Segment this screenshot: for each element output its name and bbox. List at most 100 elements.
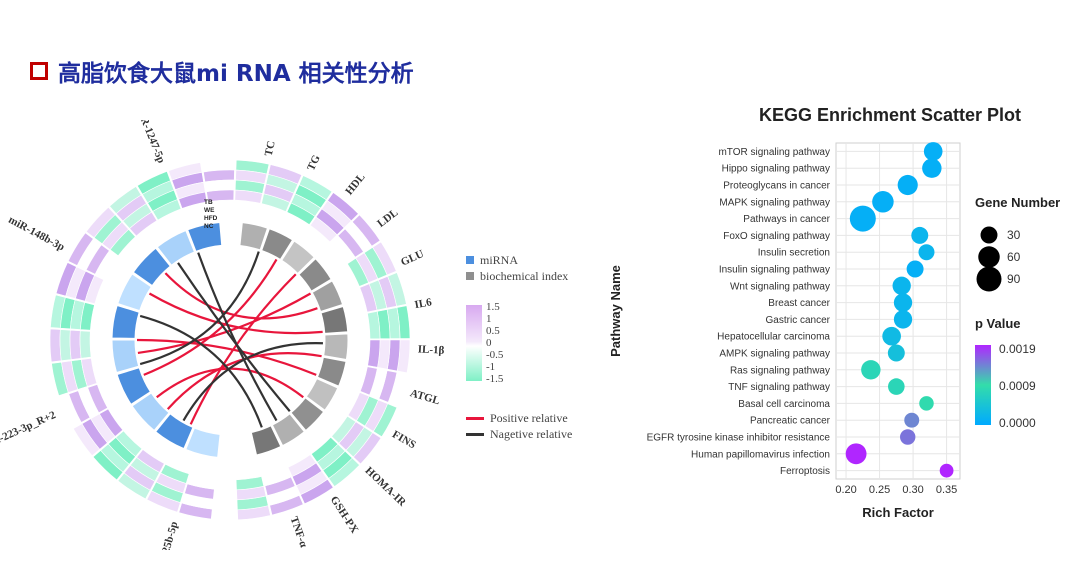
positive-chord — [143, 258, 278, 376]
scatter-point — [923, 142, 943, 161]
pathway-label: Hippo signaling pathway — [722, 164, 830, 175]
scale-tick: 1 — [486, 313, 492, 325]
index-label: GLU — [399, 248, 426, 269]
pathway-label: Gastric cancer — [766, 315, 831, 326]
pathway-label: Ras signaling pathway — [730, 365, 830, 376]
scatter-point — [918, 244, 935, 261]
heat-track-cell — [262, 467, 292, 487]
biochemical-segment — [250, 425, 282, 456]
mirna-label: miR-1247-5p — [133, 120, 167, 165]
scatter-point — [906, 260, 924, 278]
heat-track-cell — [80, 357, 98, 387]
biochemical-segment — [316, 356, 347, 387]
heat-track-cell — [206, 189, 235, 203]
heat-track-cell — [136, 449, 165, 473]
index-label: ATGL — [409, 387, 442, 407]
negative-chord — [139, 314, 263, 428]
positive-line-swatch — [466, 416, 484, 420]
index-label: FINS — [390, 428, 418, 451]
heat-track-cell — [235, 476, 265, 491]
color-legend-label: 0.0009 — [999, 379, 1036, 393]
biochemical-segment — [290, 397, 325, 432]
color-legend-label: 0.0019 — [999, 342, 1036, 356]
track-label: WE — [204, 207, 215, 214]
negative-chord — [177, 262, 291, 412]
pathway-label: Insulin signaling pathway — [719, 265, 830, 276]
mirna-segment — [185, 427, 221, 458]
pathway-label: Human papillomavirus infection — [691, 449, 830, 460]
scatter-point — [904, 412, 920, 428]
size-legend-circle — [980, 226, 998, 244]
biochemical-segment — [261, 228, 294, 261]
scatter-point — [888, 378, 905, 395]
slide-title: 高脂饮食大鼠mi RNA 相关性分析 — [30, 54, 414, 88]
y-axis-label: Pathway Name — [608, 265, 623, 357]
heat-track-cell — [49, 328, 62, 363]
index-label: IL6 — [414, 296, 434, 311]
legend-negative-label: Nagetive relative — [490, 426, 573, 441]
heat-scale-legend: 1.5 1 0.5 0 -0.5 -1 -1.5 — [466, 301, 504, 385]
legend-mirna-swatch — [466, 256, 474, 264]
relation-legend: Positive relative Nagetive relative — [466, 410, 572, 442]
track-label: HFD — [204, 215, 218, 222]
mirna-segment — [116, 367, 152, 405]
heat-track-cell — [347, 392, 370, 422]
circos-chord-diagram: miR-1247-5pmiR-148b-3pmiR-223-3p_R+2miR-… — [0, 120, 445, 550]
positive-chord — [148, 292, 323, 335]
mirna-segment — [132, 247, 171, 287]
mirna-segment — [111, 304, 140, 339]
pathway-label: Wnt signaling pathway — [730, 281, 830, 292]
pathway-label: mTOR signaling pathway — [718, 147, 830, 158]
heat-track-cell — [129, 211, 158, 237]
mirna-segment — [111, 339, 140, 374]
heat-track-cell — [87, 384, 108, 414]
scatter-point — [892, 276, 911, 295]
size-legend-label: 90 — [1007, 272, 1021, 286]
x-axis-label: Rich Factor — [862, 505, 934, 520]
heat-track-cell — [109, 228, 136, 257]
biochemical-segment — [271, 413, 305, 447]
heat-track-cell — [79, 330, 92, 359]
scatter-point — [939, 463, 954, 478]
scatter-point — [887, 344, 905, 362]
legend-biochemical-swatch — [466, 272, 474, 280]
scale-tick: -0.5 — [486, 349, 504, 361]
index-label: HOMA-IR — [363, 465, 409, 510]
biochemical-segment — [311, 280, 344, 313]
legend-negative: Nagetive relative — [466, 426, 572, 442]
biochemical-segment — [281, 240, 315, 275]
heat-track-cell — [286, 202, 316, 226]
scatter-point — [922, 158, 942, 178]
mirna-label: miR-148b-3p — [6, 214, 66, 254]
positive-chord — [136, 338, 317, 376]
heat-track-cell — [115, 430, 143, 457]
index-label: GSH-PX — [328, 494, 361, 535]
pathway-label: TNF signaling pathway — [728, 382, 830, 393]
plot-area — [835, 142, 961, 480]
scatter-point — [900, 429, 916, 445]
pathway-label: EGFR tyrosine kinase inhibitor resistanc… — [647, 433, 831, 444]
heat-track-cell — [94, 250, 118, 280]
legend-biochemical: biochemical index — [466, 268, 568, 284]
index-label: TC — [263, 140, 278, 157]
heat-track-cell — [84, 275, 105, 305]
page-title: 高脂饮食大鼠mi RNA 相关性分析 — [58, 61, 414, 87]
biochemical-segment — [239, 222, 269, 251]
legend-biochemical-label: biochemical index — [480, 268, 569, 283]
heat-track-cell — [331, 415, 357, 444]
heat-scale-bar — [466, 305, 482, 381]
heat-track-cell — [99, 408, 124, 437]
index-label: TG — [305, 153, 323, 173]
circos-legend: miRNA biochemical index — [466, 252, 568, 284]
heat-track-cell — [152, 199, 182, 221]
legend-mirna-label: miRNA — [480, 252, 519, 267]
heat-track-cell — [160, 463, 190, 484]
heat-track-cell — [261, 193, 291, 213]
scale-tick: -1.5 — [486, 373, 504, 385]
pathway-label: Pancreatic cancer — [750, 416, 831, 427]
mirna-segment — [131, 392, 170, 432]
index-label: LDL — [375, 207, 400, 230]
heat-track-cell — [187, 473, 216, 490]
pathway-label: Proteoglycans in cancer — [723, 181, 830, 192]
mirna-label: miR-125b-5p — [152, 520, 181, 550]
